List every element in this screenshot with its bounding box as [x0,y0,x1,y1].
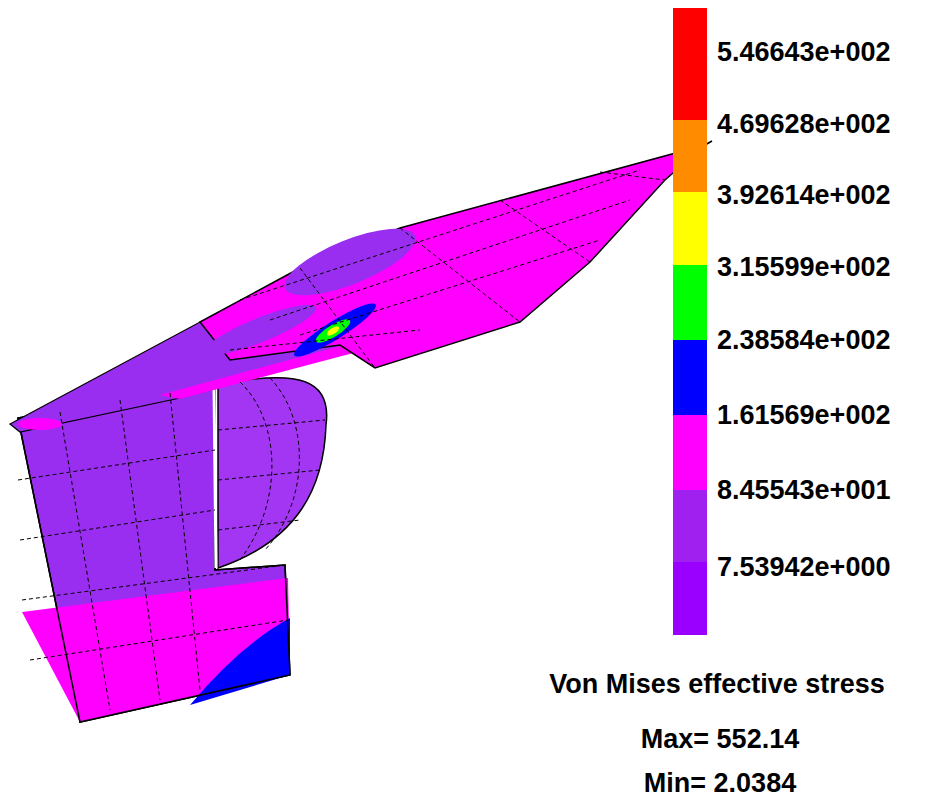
color-swatch [673,490,707,562]
stress-band [22,578,290,722]
seam-line [214,386,216,568]
range-value: Max= 552.14 [641,725,799,755]
rib-highlight [18,418,62,430]
color-swatch [673,192,707,265]
legend-value: 1.61569e+002 [717,401,890,431]
color-swatch [673,415,707,490]
legend-value: 8.45543e+001 [717,476,890,506]
legend-value: 3.92614e+002 [717,181,890,211]
hot-spot [290,297,381,363]
legend-value: 5.46643e+002 [717,38,890,68]
range-value: Min= 2.0384 [644,769,796,799]
color-swatch [673,562,707,635]
legend-value: 7.53942e+000 [717,553,890,583]
plot-caption: Von Mises effective stress [549,670,885,700]
stress-patch [190,618,290,705]
legend-value: 3.15599e+002 [717,253,890,283]
upper-plate [200,145,705,368]
color-swatch [673,8,707,120]
legend-value: 4.69628e+002 [717,110,890,140]
legend-value: 2.38584e+002 [717,326,890,356]
color-swatch [673,340,707,415]
color-swatch [673,120,707,192]
color-swatch [673,265,707,340]
curved-shell [218,378,327,568]
mesh-lines [18,170,665,710]
